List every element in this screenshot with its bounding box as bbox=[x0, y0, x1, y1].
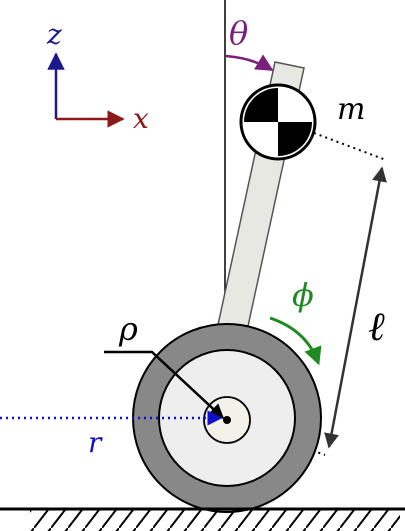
ground-hatch-icon bbox=[30, 509, 400, 531]
z-axis-label: z bbox=[46, 18, 62, 51]
phi-label: ϕ bbox=[292, 276, 314, 314]
coordinate-frame: z x bbox=[46, 18, 149, 135]
length-arrow bbox=[324, 166, 387, 449]
ground bbox=[0, 507, 405, 531]
center-of-mass-icon bbox=[239, 83, 317, 161]
phi-arc-arrow bbox=[269, 316, 322, 366]
mass-label: m bbox=[337, 92, 365, 127]
wheel bbox=[132, 323, 322, 513]
length-dotted-top bbox=[313, 132, 387, 161]
theta-label: θ bbox=[229, 14, 248, 52]
theta-arc-arrow bbox=[225, 54, 274, 72]
x-axis-label: x bbox=[133, 102, 149, 135]
rho-pointer-arrow bbox=[104, 350, 225, 420]
r-label: r bbox=[88, 426, 103, 459]
length-label: ℓ bbox=[368, 304, 385, 350]
wheel-axle bbox=[223, 416, 231, 424]
rho-label: ρ bbox=[118, 310, 138, 348]
